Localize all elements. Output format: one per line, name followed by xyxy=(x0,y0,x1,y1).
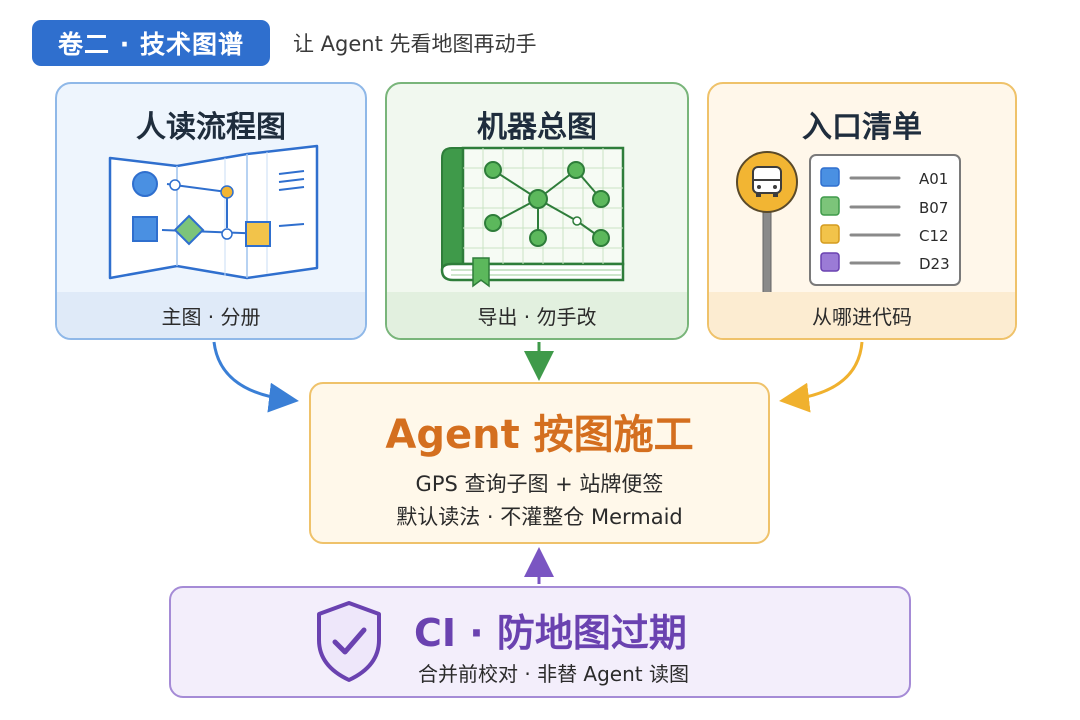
section-subtitle: 让 Agent 先看地图再动手 xyxy=(293,32,537,56)
folded-map-icon xyxy=(108,144,319,280)
entry-marker-purple xyxy=(820,252,840,272)
agent-build-line1: GPS 查询子图 + 站牌便签 xyxy=(415,472,664,496)
card-entry-title: 入口清单 xyxy=(802,110,922,145)
card-entry-list: 入口清单 A01 B07 C12 D23 从哪进代码 xyxy=(707,82,1017,340)
agent-build-box: Agent 按图施工 GPS 查询子图 + 站牌便签 默认读法 · 不灌整仓 M… xyxy=(309,382,770,544)
card-human-flowchart: 人读流程图 主图 · 分册 xyxy=(55,82,367,340)
entry-code: D23 xyxy=(919,255,950,273)
graph-book-icon xyxy=(440,146,625,288)
card-entry-footer: 从哪进代码 xyxy=(709,292,1015,338)
entry-row-a01: A01 xyxy=(820,167,948,188)
arrow-human-to-center xyxy=(212,341,299,413)
ci-subtitle: 合并前校对 · 非替 Agent 读图 xyxy=(418,662,689,686)
bus-stop-sign-icon xyxy=(736,151,798,295)
card-machine-title: 机器总图 xyxy=(477,110,597,145)
entry-code: A01 xyxy=(919,170,948,188)
entry-marker-green xyxy=(820,196,840,216)
entry-row-c12: C12 xyxy=(820,224,949,245)
section-tag: 卷二 · 技术图谱 xyxy=(32,20,270,66)
entry-code: C12 xyxy=(919,227,949,245)
entry-marker-yellow xyxy=(820,224,840,244)
entry-row-b07: B07 xyxy=(820,196,948,217)
card-machine-footer: 导出 · 勿手改 xyxy=(387,292,687,338)
agent-build-line2: 默认读法 · 不灌整仓 Mermaid xyxy=(396,505,683,529)
card-human-footer: 主图 · 分册 xyxy=(57,292,365,338)
agent-build-title: Agent 按图施工 xyxy=(385,412,694,458)
entry-row-d23: D23 xyxy=(820,252,950,273)
entry-code: B07 xyxy=(919,199,948,217)
entry-marker-blue xyxy=(820,167,840,187)
card-human-title: 人读流程图 xyxy=(136,110,286,145)
entry-list-board: A01 B07 C12 D23 xyxy=(809,154,961,286)
shield-check-icon xyxy=(317,601,381,682)
ci-title: CI · 防地图过期 xyxy=(414,611,687,655)
card-machine-graph: 机器总图 导出 · 勿手改 xyxy=(385,82,689,340)
ci-box: CI · 防地图过期 合并前校对 · 非替 Agent 读图 xyxy=(169,586,911,698)
arrow-entry-to-center xyxy=(779,341,864,413)
